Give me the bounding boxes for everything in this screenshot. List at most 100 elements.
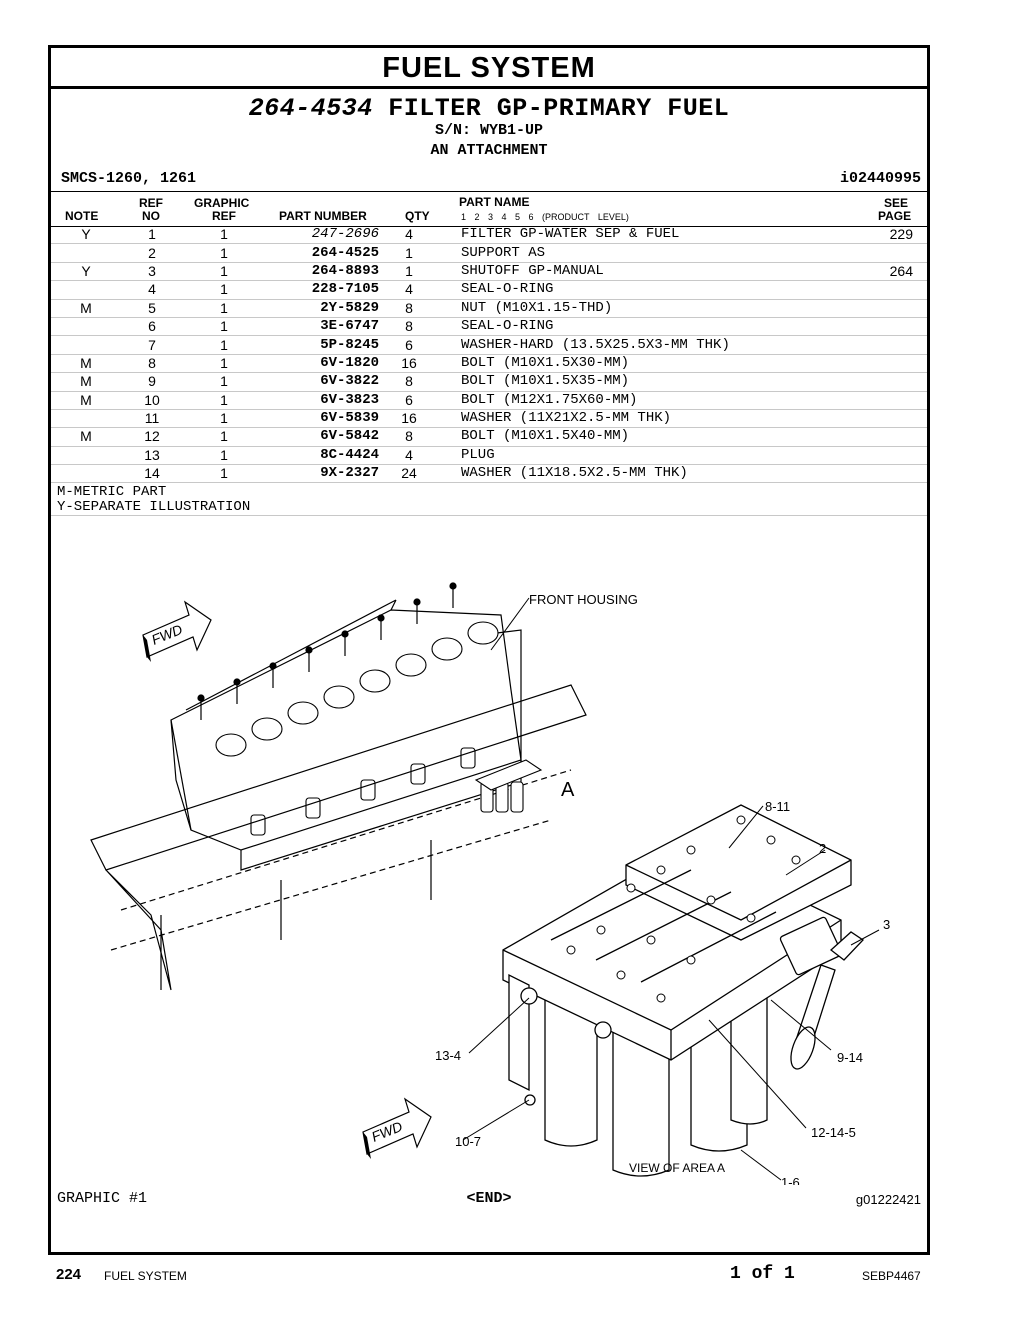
bolt-heads (566, 815, 801, 1003)
col-ref-top: REF (139, 196, 163, 210)
bolt-head (686, 955, 696, 965)
row-ref-no: 8 (121, 354, 183, 374)
notes-divider (51, 515, 927, 516)
row-note: M (51, 372, 121, 392)
col-part-name: PART NAME (459, 195, 530, 209)
row-qty: 8 (379, 372, 439, 392)
row-see-page (883, 391, 927, 410)
row-graphic-ref: 1 (183, 262, 265, 282)
row-graphic-ref: 1 (183, 280, 265, 300)
row-qty: 4 (379, 446, 439, 466)
row-part-number: 6V-5839 (265, 409, 379, 429)
cylinder-heads (215, 621, 499, 757)
bolt-head (656, 865, 666, 875)
filter-canister (544, 980, 598, 1147)
bolt-head (736, 815, 746, 825)
row-ref-no: 13 (121, 446, 183, 466)
row-see-page (883, 446, 927, 466)
side-port (305, 797, 321, 819)
cylinder-bore (431, 637, 463, 661)
engine-top-edge (185, 599, 397, 711)
bolt-head (766, 835, 776, 845)
row-graphic-ref: 1 (183, 243, 265, 263)
row-ref-no: 6 (121, 317, 183, 337)
row-qty: 6 (379, 335, 439, 355)
row-part-name: WASHER (11X18.5X2.5-MM THK) (439, 464, 883, 484)
row-part-number: 8C-4424 (265, 446, 379, 466)
row-part-number: 264-8893 (265, 262, 379, 282)
footer-page-of: 1 of 1 (730, 1264, 795, 1284)
row-see-page (883, 427, 927, 447)
row-see-page (883, 280, 927, 300)
serial-number: S/N: WYB1-UP (434, 122, 544, 139)
row-part-name: FILTER GP-WATER SEP & FUEL (439, 226, 883, 245)
row-graphic-ref: 1 (183, 372, 265, 392)
col-ref-bottom: NO (142, 209, 160, 223)
front-housing-label: FRONT HOUSING (529, 592, 638, 607)
group-part-number: 264-4534 (248, 94, 373, 123)
row-see-page (883, 317, 927, 337)
row-see-page: 229 (883, 226, 927, 245)
row-note (51, 446, 121, 466)
row-part-name: SEAL-O-RING (439, 317, 883, 337)
row-ref-no: 4 (121, 280, 183, 300)
row-note: M (51, 299, 121, 318)
filter-assembly (502, 804, 865, 1177)
row-graphic-ref: 1 (183, 427, 265, 447)
row-qty: 8 (379, 317, 439, 337)
row-graphic-ref: 1 (183, 299, 265, 318)
col-see-top: SEE (884, 196, 909, 210)
engine-illustration: FRONT HOUSING FWD FWD A (90, 582, 890, 1185)
row-part-number: 264-4525 (265, 243, 379, 263)
row-ref-no: 14 (121, 464, 183, 484)
cylinder-bore (395, 653, 427, 677)
row-note: Y (51, 226, 121, 245)
row-see-page (883, 299, 927, 318)
bolt-head (686, 845, 696, 855)
valve-cap (233, 678, 241, 686)
row-ref-no: 7 (121, 335, 183, 355)
col-product-levels: 1 2 3 4 5 6 (PRODUCT LEVEL) (461, 212, 629, 222)
row-ref-no: 10 (121, 391, 183, 410)
bolt-head (596, 925, 606, 935)
row-note: M (51, 391, 121, 410)
row-part-name: SHUTOFF GP-MANUAL (439, 262, 883, 282)
skid-rail-top (90, 684, 587, 871)
row-part-number: 5P-8245 (265, 335, 379, 355)
cylinder-bore (251, 717, 283, 741)
row-part-name: BOLT (M12X1.75X60-MM) (439, 391, 883, 410)
table-header: NOTE REF NO GRAPHIC REF PART NUMBER QTY … (51, 191, 927, 227)
row-graphic-ref: 1 (183, 317, 265, 337)
row-qty: 16 (379, 409, 439, 429)
skid-dashed-line-2 (110, 819, 552, 951)
row-see-page (883, 335, 927, 355)
callout-3: 3 (883, 917, 890, 932)
bolt-head (626, 883, 636, 893)
row-part-name: BOLT (M10X1.5X30-MM) (439, 354, 883, 374)
note-separate: Y-SEPARATE ILLUSTRATION (57, 499, 251, 515)
row-part-number: 6V-3823 (265, 391, 379, 410)
bolt-head (566, 945, 576, 955)
row-ref-no: 5 (121, 299, 183, 318)
valve-cap (449, 582, 457, 590)
row-note: M (51, 427, 121, 447)
callout-1-6: 1-6 (781, 1175, 800, 1185)
area-a-label: A (561, 779, 575, 801)
row-graphic-ref: 1 (183, 409, 265, 429)
row-part-number: 247-2696 (265, 226, 379, 245)
row-ref-no: 11 (121, 409, 183, 429)
valve-cap (377, 614, 385, 622)
footer-doc-number: SEBP4467 (862, 1269, 921, 1283)
valve-posts (197, 582, 457, 720)
col-graphic-bottom: REF (212, 209, 236, 223)
